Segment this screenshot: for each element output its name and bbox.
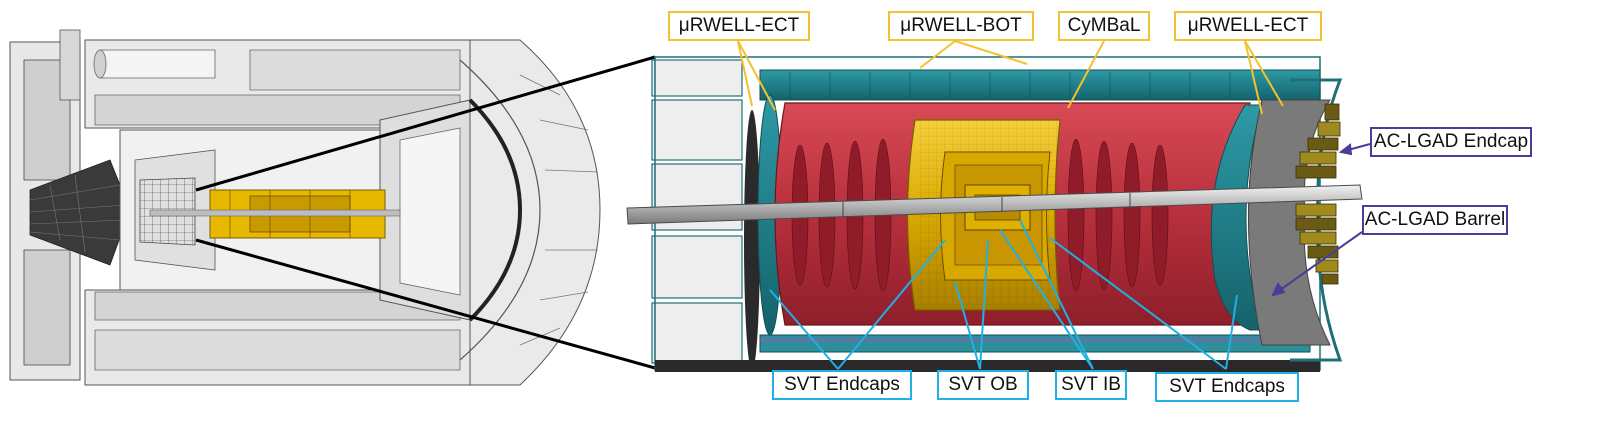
label-urwell-ect-right: μRWELL-ECT	[1174, 11, 1322, 41]
yellow-leaders	[737, 40, 1284, 115]
zoom-line-top	[195, 55, 656, 192]
label-svt-ib: SVT IB	[1055, 370, 1127, 400]
label-ac-lgad-endcap: AC-LGAD Endcap	[1370, 127, 1532, 157]
label-svt-endcaps-left: SVT Endcaps	[772, 370, 912, 400]
label-cymbal: CyMBaL	[1058, 11, 1150, 41]
inner-tracker-zoom	[626, 56, 1363, 372]
full-detector-view	[9, 29, 601, 386]
label-urwell-ect-left: μRWELL-ECT	[668, 11, 810, 41]
purple-leaders	[1271, 143, 1371, 297]
label-svt-endcaps-right: SVT Endcaps	[1155, 372, 1299, 402]
label-urwell-bot: μRWELL-BOT	[888, 11, 1034, 41]
label-ac-lgad-barrel: AC-LGAD Barrel	[1362, 205, 1508, 235]
zoom-line-bottom	[195, 238, 656, 370]
ac-lgad-endcap-stack	[1295, 103, 1341, 285]
label-svt-ob: SVT OB	[937, 370, 1029, 400]
blue-leaders	[769, 219, 1238, 370]
